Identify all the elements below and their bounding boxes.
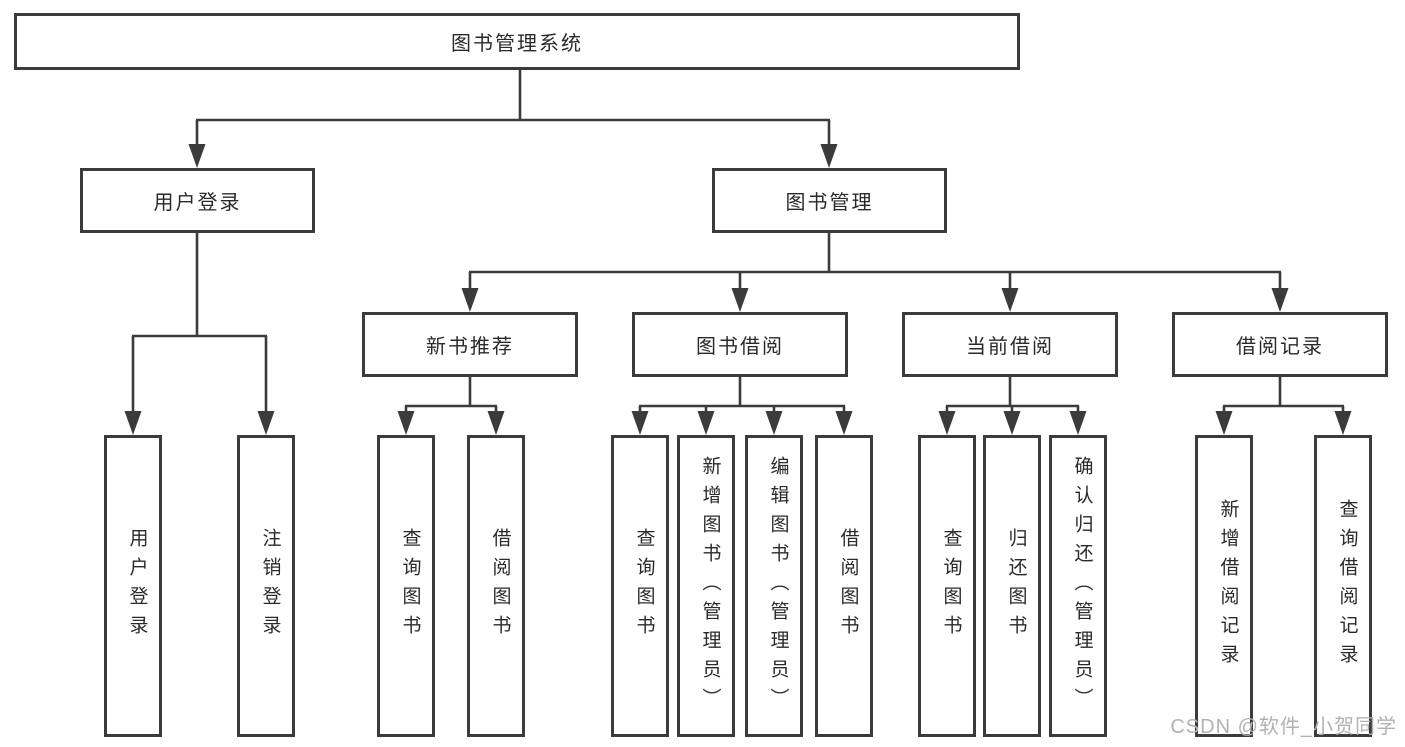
- leaf-borrow-books: 借阅图书: [815, 435, 873, 737]
- node-library-management-system: 图书管理系统: [14, 13, 1020, 70]
- node-book-borrowing: 图书借阅: [632, 312, 848, 377]
- leaf-query-books-current: 查询图书: [918, 435, 976, 737]
- node-book-management: 图书管理: [712, 168, 947, 233]
- leaf-return-books: 归还图书: [983, 435, 1041, 737]
- node-current-borrowing: 当前借阅: [902, 312, 1118, 377]
- leaf-add-books-admin: 新增图书（管理员）: [677, 435, 735, 737]
- node-borrowing-records: 借阅记录: [1172, 312, 1388, 377]
- node-user-login: 用户登录: [80, 168, 315, 233]
- leaf-query-books-recommend: 查询图书: [377, 435, 435, 737]
- leaf-confirm-return-admin: 确认归还（管理员）: [1049, 435, 1107, 737]
- leaf-user-login: 用户登录: [104, 435, 162, 737]
- leaf-query-borrow-record: 查询借阅记录: [1314, 435, 1372, 737]
- leaf-borrow-books-recommend: 借阅图书: [467, 435, 525, 737]
- node-new-book-recommendation: 新书推荐: [362, 312, 578, 377]
- leaf-edit-books-admin: 编辑图书（管理员）: [745, 435, 803, 737]
- csdn-watermark: CSDN @软件_小贺同学: [1170, 716, 1397, 738]
- leaf-logout: 注销登录: [237, 435, 295, 737]
- leaf-query-books-borrow: 查询图书: [611, 435, 669, 737]
- leaf-add-borrow-record: 新增借阅记录: [1195, 435, 1253, 737]
